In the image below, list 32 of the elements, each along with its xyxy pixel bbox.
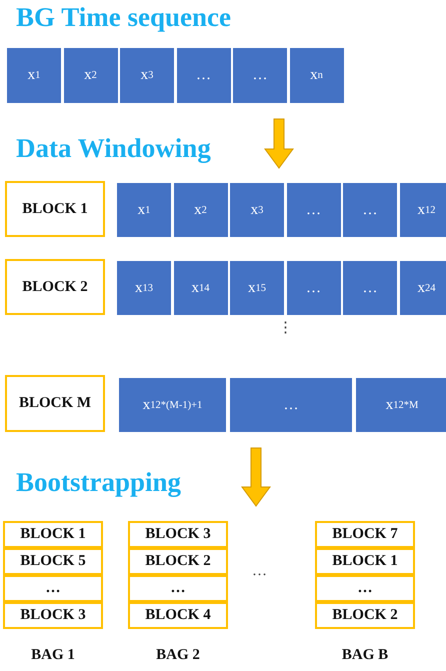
data-cell: … xyxy=(286,261,340,315)
data-cell: … xyxy=(230,378,352,432)
data-cell: … xyxy=(343,261,397,315)
bag-label: BAG B xyxy=(340,647,390,664)
block-label-box: BLOCK 3 xyxy=(128,521,228,548)
bag-label: BAG 1 xyxy=(30,647,76,664)
bag-label: BAG 2 xyxy=(155,647,201,664)
block-label-box: BLOCK 5 xyxy=(3,548,103,575)
data-cell: … xyxy=(343,183,397,237)
block-label-box: BLOCK 3 xyxy=(3,602,103,629)
block-arrow xyxy=(264,118,294,169)
block-label-box: BLOCK 2 xyxy=(5,259,105,315)
block-arrow xyxy=(240,447,270,507)
data-cell: … xyxy=(233,48,287,103)
data-cell: … xyxy=(286,183,340,237)
section-heading: Bootstrapping xyxy=(16,467,182,498)
block-label-box: BLOCK 2 xyxy=(315,602,415,629)
block-label-box: BLOCK 1 xyxy=(5,181,105,237)
block-label-box: BLOCK M xyxy=(5,375,105,432)
section-heading: BG Time sequence xyxy=(16,2,232,33)
block-label-box: … xyxy=(128,575,228,602)
block-label-box: … xyxy=(315,575,415,602)
ellipsis: … xyxy=(252,563,267,580)
ellipsis: ⋮ xyxy=(278,319,293,337)
block-label-box: BLOCK 1 xyxy=(3,521,103,548)
block-label-box: BLOCK 1 xyxy=(315,548,415,575)
block-label-box: BLOCK 4 xyxy=(128,602,228,629)
data-cell: … xyxy=(176,48,230,103)
block-label-box: BLOCK 2 xyxy=(128,548,228,575)
block-label-box: BLOCK 7 xyxy=(315,521,415,548)
block-label-box: … xyxy=(3,575,103,602)
section-heading: Data Windowing xyxy=(16,133,211,164)
